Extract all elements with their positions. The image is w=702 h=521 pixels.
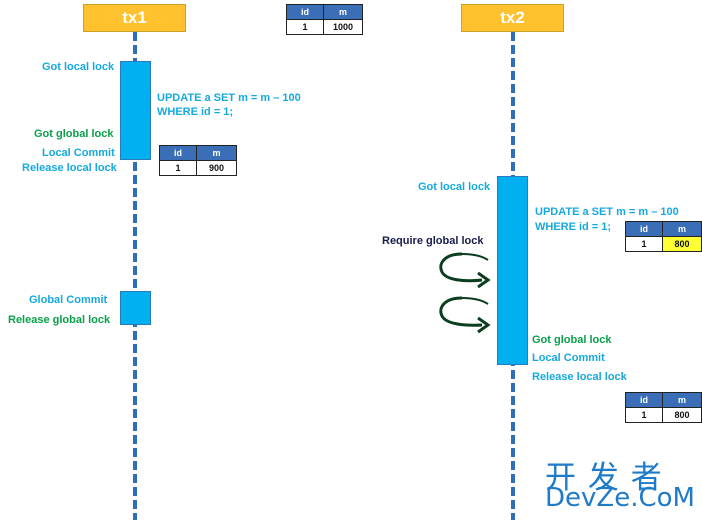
tx1-release-local-lock: Release local lock [22, 162, 117, 174]
col-id: id [286, 4, 324, 20]
cell-m-highlighted: 800 [662, 236, 702, 252]
tx2-header: tx2 [461, 4, 564, 32]
cell-m: 900 [196, 160, 237, 176]
col-m: m [662, 221, 702, 237]
retry-loop-arrow-1 [439, 252, 491, 289]
cell-id: 1 [159, 160, 197, 176]
tx1-activation-local [120, 61, 151, 160]
cell-m: 800 [662, 407, 702, 423]
tx2-local-commit: Local Commit [532, 352, 605, 364]
watermark-en: DevZe.CoM [545, 483, 695, 513]
cell-id: 1 [286, 19, 324, 35]
tx1-got-local-lock: Got local lock [42, 61, 115, 73]
tx1-release-global-lock: Release global lock [8, 314, 111, 326]
tx1-got-global-lock: Got global lock [34, 128, 114, 140]
tx1-local-commit: Local Commit [42, 147, 115, 159]
watermark-cn: 开 发 者 [545, 460, 663, 496]
tx2-activation-local [497, 176, 528, 365]
tx2-got-global-lock: Got global lock [532, 334, 612, 346]
tx1-activation-global [120, 291, 151, 325]
tx2-update-line1: UPDATE a SET m = m – 100 [535, 206, 679, 218]
tx1-update-line2: WHERE id = 1; [157, 106, 234, 118]
retry-loop-arrow-2 [439, 296, 491, 334]
cell-id: 1 [625, 407, 663, 423]
tx1-update-line1: UPDATE a SET m = m – 100 [157, 92, 301, 104]
tx1-lifeline [133, 32, 137, 520]
tx2-require-global-lock: Require global lock [382, 235, 484, 247]
col-id: id [625, 221, 663, 237]
cell-m: 1000 [323, 19, 363, 35]
cell-id: 1 [625, 236, 663, 252]
tx1-header: tx1 [83, 4, 186, 32]
col-m: m [323, 4, 363, 20]
tx2-got-local-lock: Got local lock [418, 181, 491, 193]
col-id: id [159, 145, 197, 161]
col-m: m [662, 392, 702, 408]
tx2-release-local-lock: Release local lock [532, 371, 627, 383]
col-id: id [625, 392, 663, 408]
tx2-update-line2: WHERE id = 1; [535, 221, 612, 233]
col-m: m [196, 145, 237, 161]
tx1-global-commit: Global Commit [29, 294, 108, 306]
